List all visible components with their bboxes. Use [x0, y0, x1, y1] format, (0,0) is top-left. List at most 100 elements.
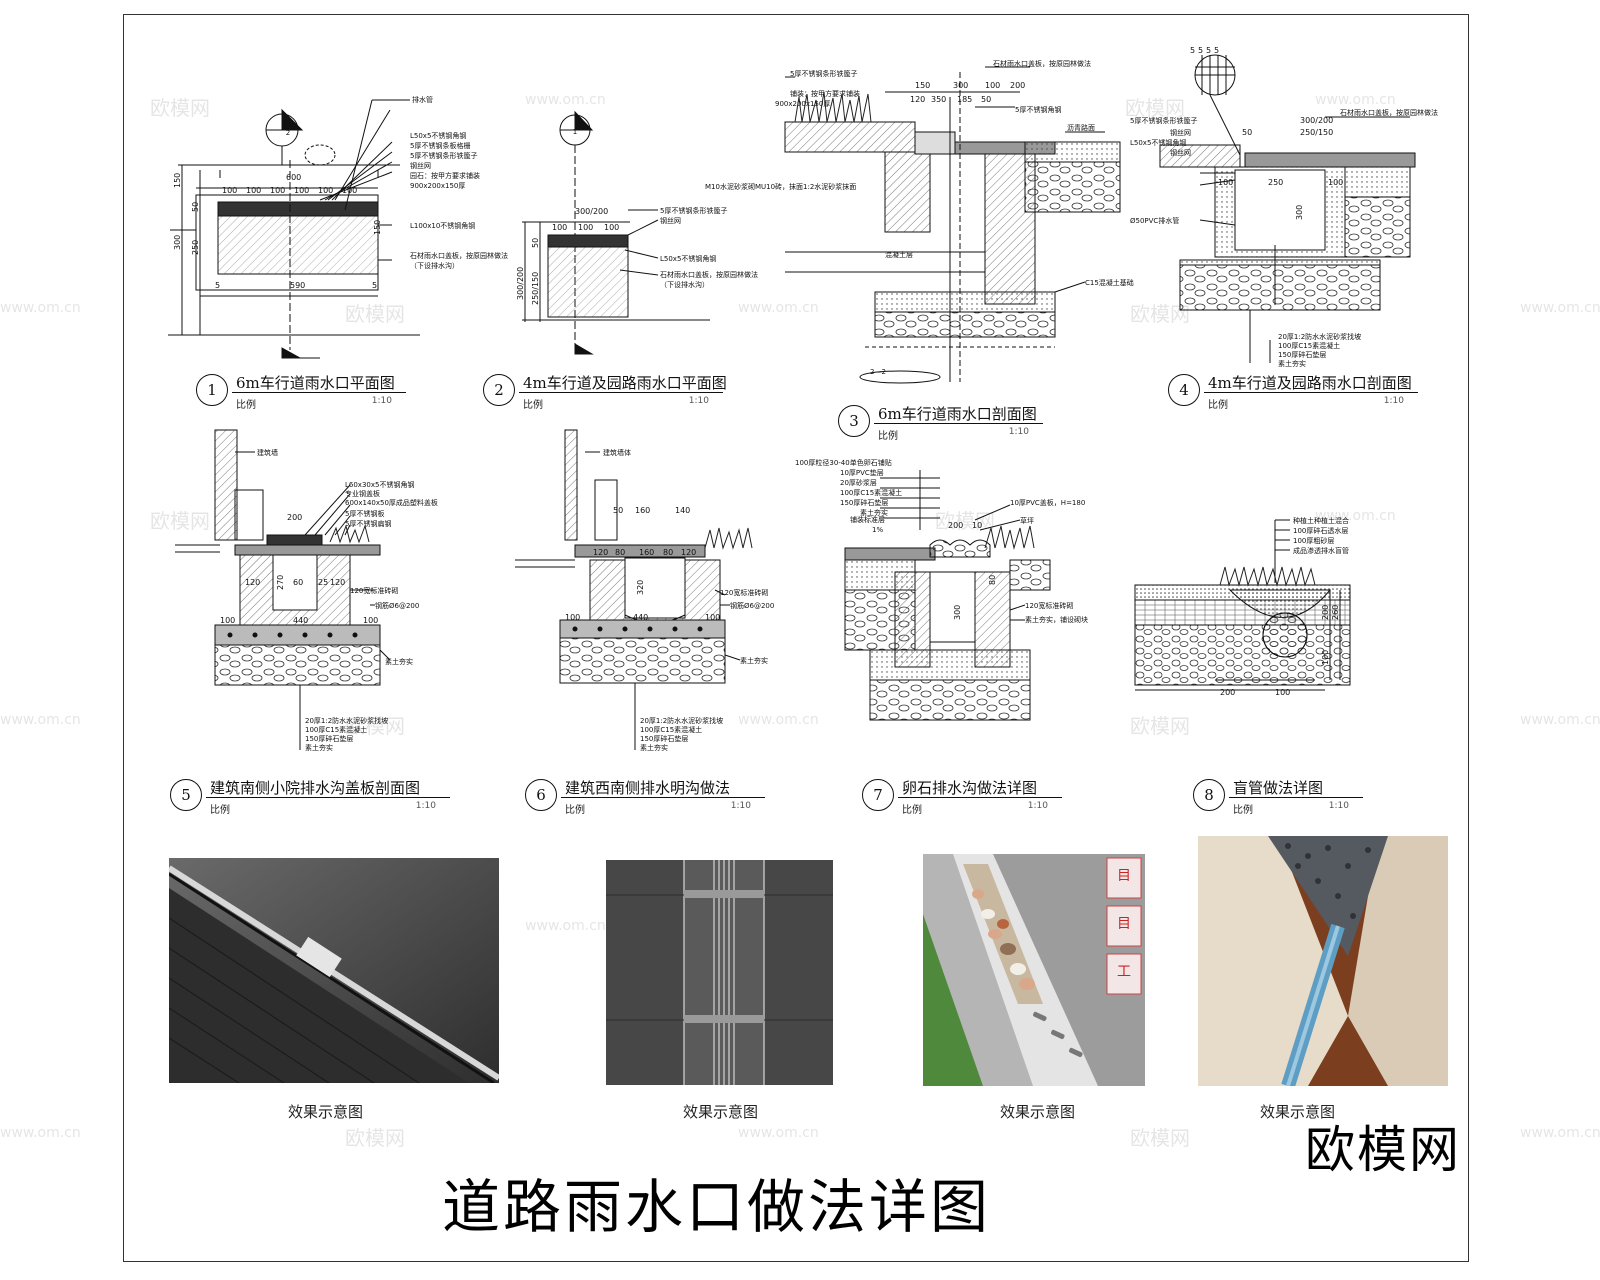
dim-label: 100 — [1275, 688, 1290, 697]
dim-label: 50 — [613, 506, 623, 515]
detail-8-drawing: 200 100 200 260 100 种植土种植土混合 100厚碎石透水层 1… — [1134, 515, 1445, 710]
watermark-url: www.om.cn — [1520, 712, 1600, 728]
note-label: 种植土种植土混合 — [1293, 516, 1349, 525]
dim-label: 120 — [681, 548, 696, 557]
dim-label: 10 — [972, 521, 982, 530]
note-label: （下设排水沟） — [410, 261, 459, 270]
note-label: 专业钢盖板 — [345, 489, 380, 498]
dim-label: 300 — [173, 235, 182, 250]
note-label: C15混凝土基础 — [1085, 278, 1134, 287]
note-label: L60x30x5不锈钢角钢 — [345, 480, 414, 489]
dim-label: 250 — [191, 240, 200, 255]
photo-caption: 效果示意图 — [1000, 1103, 1076, 1121]
note-label: 20厚1:2防水水泥砂浆找坡 — [640, 716, 723, 725]
dim-label: 270 — [276, 575, 285, 590]
scale-value: 1:10 — [415, 801, 436, 811]
detail-title: 盲管做法详图 — [1233, 779, 1324, 797]
dim-label: 100 — [565, 613, 580, 622]
note-label: 建筑墙体 — [603, 448, 631, 457]
note-label: 120宽标准砖砌 — [720, 588, 768, 597]
note-label: 石材雨水口盖板，按原园林做法 — [410, 251, 508, 260]
dim-label: 590 — [290, 281, 305, 290]
detail-6-drawing: 50 160 140 120 80 160 80 120 320 100 440… — [515, 429, 815, 760]
title-rule — [206, 797, 450, 798]
dim-label: 100 — [220, 616, 235, 625]
note-label: 20厚1:2防水水泥砂浆找坡 — [305, 716, 388, 725]
dim-label: 140 — [675, 506, 690, 515]
detail-number: 1 — [196, 374, 228, 406]
dim-label: 260 — [1331, 605, 1340, 620]
detail-number: 5 — [170, 779, 202, 811]
note-label: 5厚不锈钢条形铁篦子 — [790, 69, 857, 78]
detail-2-title-block: 2 4m车行道及园路雨水口平面图 比例 1:10 — [483, 372, 727, 412]
photo-caption: 效果示意图 — [683, 1103, 759, 1121]
note-label: 5厚不锈钢条板格栅 — [410, 141, 470, 150]
photo-caption: 效果示意图 — [1260, 1103, 1336, 1121]
note-label: 5厚不锈钢条形铁篦子 — [660, 206, 727, 215]
note-label: 5厚不锈钢板 — [345, 509, 384, 518]
side-label: 目 — [1117, 916, 1131, 932]
detail-title: 4m车行道及园路雨水口平面图 — [523, 374, 727, 392]
note-label: 钢筋Ø6@200 — [375, 601, 419, 610]
scale-label: 比例 — [236, 400, 256, 411]
dim-label: 50 — [981, 95, 991, 104]
dim-label: 50 — [191, 202, 200, 212]
dim-label: 80 — [988, 575, 997, 585]
page-title: 道路雨水口做法详图 — [442, 1173, 992, 1241]
note-label: 150厚碎石垫层 — [305, 734, 353, 743]
side-label: 目 — [1117, 868, 1131, 884]
dim-label: 250 — [1268, 178, 1283, 187]
section-mark-label: 1 — [573, 128, 577, 136]
note-label: 5厚不锈钢条形铁篦子 — [1130, 116, 1197, 125]
detail-number: 8 — [1193, 779, 1225, 811]
detail-number: 2 — [483, 374, 515, 406]
note-label: 钢筋Ø6@200 — [730, 601, 774, 610]
scale-value: 1:10 — [1008, 427, 1029, 437]
detail-7-title-block: 7 卵石排水沟做法详图 比例 1:10 — [862, 777, 1062, 817]
watermark-url: www.om.cn — [1315, 92, 1396, 108]
note-label: 120宽标准砖砌 — [350, 586, 398, 595]
watermark-url: www.om.cn — [525, 92, 606, 108]
note-label: L50x5不锈钢角钢 — [660, 254, 716, 263]
detail-1-title-block: 1 6m车行道雨水口平面图 比例 1:10 — [196, 372, 406, 412]
dim-label: 350 — [931, 95, 946, 104]
detail-1-drawing: 2 600 100 100 100 100 100 100 150 300 50… — [160, 95, 508, 370]
detail-5-title-block: 5 建筑南侧小院排水沟盖板剖面图 比例 1:10 — [170, 777, 450, 817]
note-label: 5厚不锈钢角钢 — [1015, 105, 1061, 114]
dim-label: 100 — [363, 616, 378, 625]
note-label: 素土夯实 — [385, 657, 413, 666]
note-label: 150厚碎石垫层 — [1278, 350, 1326, 359]
title-rule — [898, 797, 1062, 798]
detail-number: 7 — [862, 779, 894, 811]
note-label: 石材雨水口盖板，按原园林做法 — [993, 59, 1091, 68]
photo-blind-pipe-gravel — [1198, 836, 1448, 1086]
note-label: 园石：按甲方要求铺装 — [410, 171, 480, 180]
note-label: 沥青路面 — [1067, 123, 1095, 132]
scale-label: 比例 — [523, 400, 543, 411]
note-label: （下设排水沟） — [660, 280, 709, 289]
note-label: 100厚C15素混凝土 — [840, 488, 902, 497]
detail-3-drawing: 150 300 100 200 120 350 185 50 5厚不锈钢条形铁篦… — [705, 59, 1134, 392]
scale-label: 比例 — [902, 805, 922, 816]
dim-label: 50 — [531, 238, 540, 248]
dim-label: 300/200 — [516, 267, 525, 300]
scale-label: 比例 — [565, 805, 585, 816]
note-label: 石材雨水口盖板，按原园林做法 — [1340, 108, 1438, 117]
detail-4-title-block: 4 4m车行道及园路雨水口剖面图 比例 1:10 — [1168, 372, 1418, 412]
title-rule — [561, 797, 765, 798]
note-label: 素土夯实 — [860, 508, 888, 517]
dim-label: 300 — [953, 81, 968, 90]
dim-label: 100 — [1321, 650, 1330, 665]
detail-number: 3 — [838, 405, 870, 437]
brand-logo-text: 欧模网 — [1305, 1121, 1461, 1179]
dim-label: 300/200 — [575, 207, 608, 216]
dim-label: 50 — [1242, 128, 1252, 137]
title-rule — [1204, 392, 1418, 393]
dim-label: 150 — [915, 81, 930, 90]
dim-label: 100 — [222, 186, 237, 195]
scale-value: 1:10 — [688, 396, 709, 406]
title-rule — [1229, 797, 1363, 798]
dim-label: 100 — [294, 186, 309, 195]
drawing-sheet — [123, 14, 1469, 1262]
note-label: 120宽标准砖砌 — [1025, 601, 1073, 610]
